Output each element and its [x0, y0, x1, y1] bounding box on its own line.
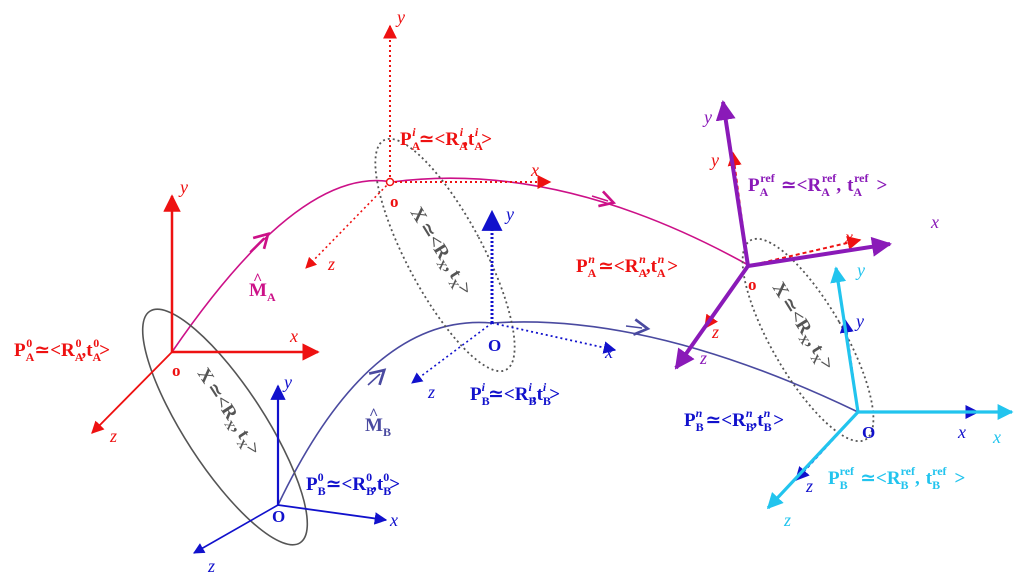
- frame-aref-y-axis: [715, 100, 750, 267]
- motion-label-b: ^ MB: [365, 406, 391, 439]
- frame-a0-z-label: z: [109, 426, 117, 446]
- motion-label-b-text: MB: [365, 415, 391, 439]
- frame-bi-x-axis: [491, 322, 617, 354]
- transform-label-0: X≃<RX,tX>: [190, 364, 264, 460]
- frame-b0-y-label: y: [282, 372, 292, 392]
- frame-a0-z-axis: [91, 351, 173, 434]
- frame-bref-y-label: y: [855, 260, 865, 280]
- frame-an-x-label: x: [844, 227, 853, 247]
- frame-bref-z-axis: [766, 410, 860, 510]
- frame-aref-x-axis: [747, 236, 892, 268]
- frame-bn-z-label: z: [805, 476, 813, 496]
- frame-bi-origin: O: [488, 336, 501, 355]
- frame-bi-z-label: z: [427, 382, 435, 402]
- frame-aref-y-label: y: [702, 107, 712, 127]
- frame-an-origin: o: [748, 275, 757, 294]
- pose-label-a0: PA0≃<RA0,tA0>: [14, 336, 110, 364]
- frame-ai: x y z o: [305, 7, 552, 274]
- pose-label-ai: PAi≃<RAi,tAi>: [400, 125, 492, 153]
- frame-b0-origin: O: [272, 507, 285, 526]
- frame-ai-y-label: y: [395, 7, 405, 27]
- transform-ellipse-n: [741, 237, 875, 443]
- transform-label-i: X≃<RX,tX>: [403, 204, 476, 301]
- frame-a0-y-label: y: [178, 177, 188, 197]
- transform-ellipse-0: [141, 308, 309, 546]
- trajectory-a-arrow-2: [591, 190, 617, 208]
- frame-ai-origin-dot: [385, 177, 395, 187]
- frame-bi-z-axis: [411, 322, 493, 384]
- pose-label-aref: PAref≃<RAref,tAref>: [748, 171, 887, 199]
- frame-ai-origin: o: [390, 192, 399, 211]
- frame-bn-x-label: x: [957, 422, 966, 442]
- trajectory-b-arrow-1: [367, 368, 387, 386]
- frame-a0-origin: o: [172, 361, 181, 380]
- transform-ellipse-i: [374, 137, 516, 373]
- frame-an-z-label: z: [711, 322, 719, 342]
- pose-label-b0: PB0≃<RB0,tB0>: [306, 470, 400, 498]
- frame-bn-y-label: y: [854, 311, 864, 331]
- frame-bi-y-label: y: [504, 204, 514, 224]
- trajectory-a-arrow-1: [249, 232, 270, 253]
- motion-label-a-hat: ^: [253, 271, 262, 288]
- motion-label-a-text: MA: [249, 280, 276, 304]
- frame-b0: x y z O: [193, 372, 398, 576]
- frame-b0-z-label: z: [207, 556, 215, 576]
- frame-aref-x-label: x: [930, 212, 939, 232]
- frame-b0-z-axis: [193, 504, 279, 554]
- trajectory-b-arrow-2: [625, 318, 651, 336]
- pose-label-an: PAn≃<RAn,tAn>: [576, 252, 678, 280]
- frame-ai-z-label: z: [327, 254, 335, 274]
- frame-bi: x y z O: [411, 204, 617, 402]
- frame-a0-x-label: x: [289, 326, 298, 346]
- frame-bn-origin: O: [862, 423, 875, 442]
- frame-aref-z-label: z: [699, 348, 707, 368]
- frame-an-y-label: y: [709, 150, 719, 170]
- frame-bref-y-axis: [830, 266, 860, 413]
- frame-aref-z-axis: [674, 264, 750, 370]
- transform-label-n: X≃<RX,tX>: [765, 279, 838, 376]
- frame-ai-z-axis: [305, 181, 391, 269]
- frame-a0: x y z o: [91, 177, 320, 446]
- pose-label-bi: PBi≃<RBi,tBi>: [470, 380, 560, 408]
- motion-label-a: ^ MA: [249, 271, 276, 304]
- frame-bref-x-label: x: [992, 427, 1001, 447]
- frame-aref: x y z: [674, 100, 939, 370]
- motion-label-b-hat: ^: [369, 406, 378, 423]
- frame-bref-z-label: z: [783, 510, 791, 530]
- frame-b0-x-label: x: [389, 510, 398, 530]
- pose-label-bn: PBn≃<RBn,tBn>: [684, 406, 784, 434]
- frame-an-x-axis: [747, 236, 862, 267]
- frame-bref: x y z: [766, 260, 1014, 530]
- frame-b0-x-axis: [277, 504, 388, 525]
- pose-label-bref: PBref≃<RBref,tBref>: [828, 464, 965, 492]
- frame-bi-x-label: x: [604, 342, 613, 362]
- frame-ai-x-label: x: [530, 160, 539, 180]
